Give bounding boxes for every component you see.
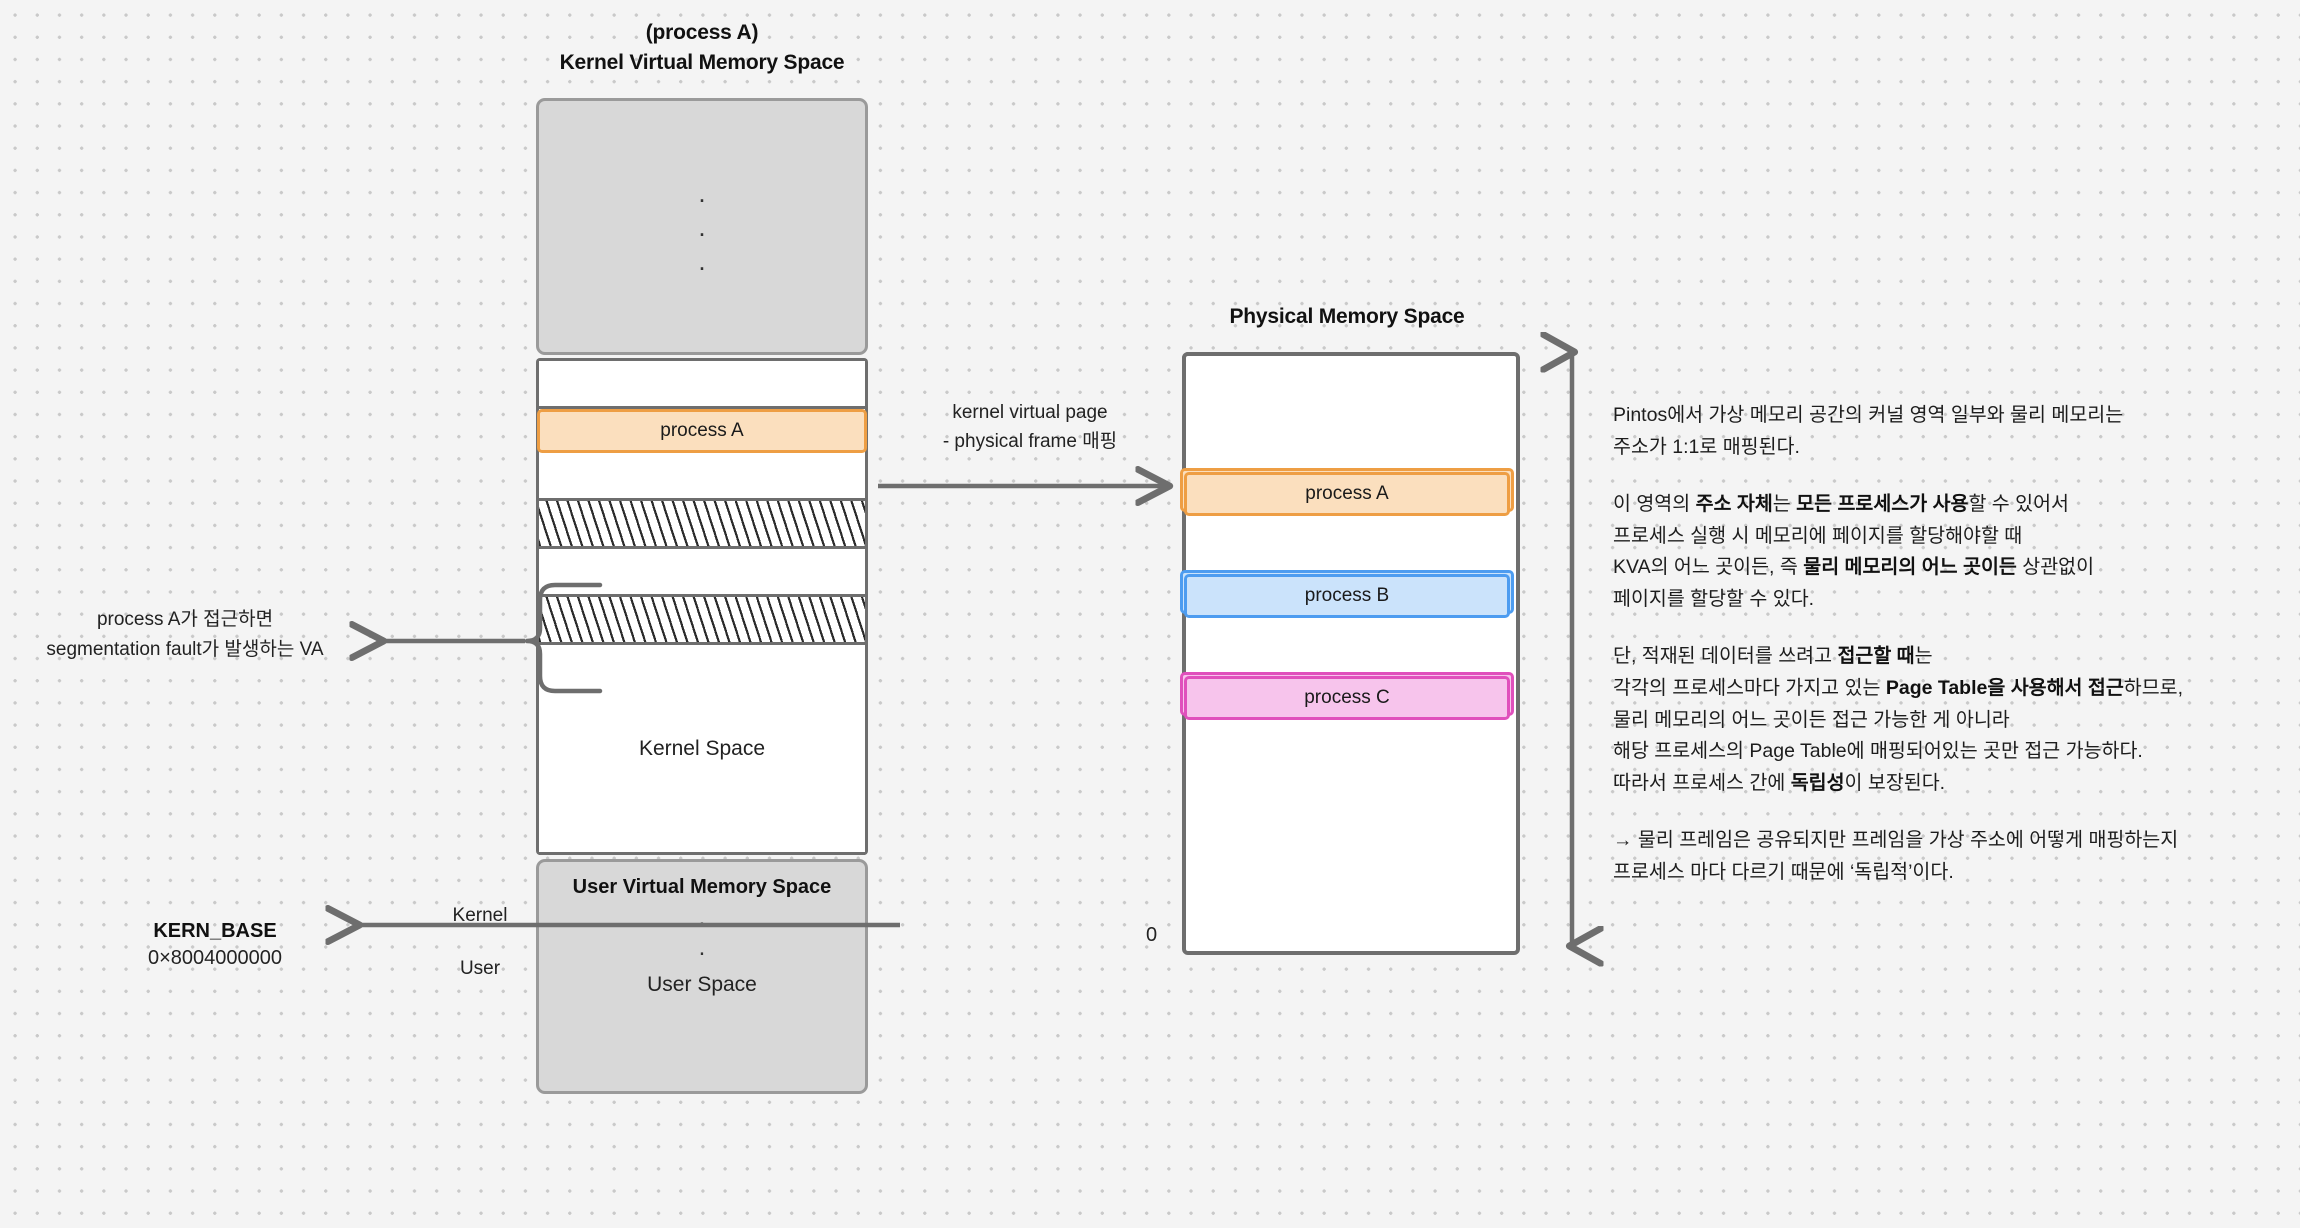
table-row — [539, 453, 865, 501]
vertical-ellipsis-icon: . . — [698, 904, 706, 961]
user-virtual-memory-block: User Virtual Memory Space . . User Space — [536, 859, 868, 1094]
kern-base-annotation: KERN_BASE 0×8004000000 — [90, 920, 340, 970]
physical-memory-slots: process A process B process C — [1180, 352, 1514, 947]
physical-process-a-slot[interactable]: process A — [1184, 472, 1510, 516]
physical-process-b-slot[interactable]: process B — [1184, 574, 1510, 618]
physical-column-title: Physical Memory Space — [1229, 305, 1465, 328]
mapping-label-line2: - physical frame 매핑 — [942, 431, 1118, 453]
mapping-arrow-label: kernel virtual page - physical frame 매핑 — [905, 398, 1155, 457]
mapping-label-line1: kernel virtual page — [952, 402, 1108, 423]
kernel-process-a-page[interactable]: process A — [537, 409, 867, 453]
kernel-space-label: Kernel Space — [638, 736, 766, 760]
physical-process-b-label: process B — [1304, 585, 1390, 606]
user-space-label: User Space — [647, 973, 757, 996]
user-side-label: User — [459, 958, 501, 979]
segfault-annotation: process A가 접근하면 segmentation fault가 발생하는… — [10, 605, 360, 666]
kern-base-name: KERN_BASE — [153, 920, 277, 942]
user-virtual-memory-title: User Virtual Memory Space — [572, 876, 832, 898]
kernel-column-title: (process A) Kernel Virtual Memory Space — [559, 21, 845, 75]
table-row — [539, 361, 865, 409]
kernel-side-label: Kernel — [452, 905, 508, 926]
table-row: process A — [537, 409, 867, 453]
kernel-high-region-block: . . . — [536, 98, 868, 355]
physical-process-a-label: process A — [1305, 483, 1389, 504]
table-row-hatched — [539, 501, 865, 549]
physical-process-c-label: process C — [1304, 687, 1390, 708]
segfault-label-line2: segmentation fault가 발생하는 VA — [46, 639, 324, 661]
table-row — [539, 549, 865, 597]
vertical-ellipsis-icon: . . . — [698, 177, 706, 276]
physical-process-c-slot[interactable]: process C — [1184, 676, 1510, 720]
kernel-virtual-memory-column: . . . process A Kernel Space User Virtua… — [536, 98, 868, 1094]
physical-memory-body — [1182, 352, 1520, 955]
physical-zero-address-label: 0 — [1146, 924, 1158, 946]
kernel-page-rows: process A Kernel Space — [536, 358, 868, 855]
kern-base-address: 0×8004000000 — [147, 947, 283, 969]
table-row-hatched — [539, 597, 865, 645]
kernel-space-row: Kernel Space — [539, 645, 865, 855]
segfault-label-line1: process A가 접근하면 — [96, 609, 274, 630]
kernel-process-a-label: process A — [660, 420, 744, 441]
